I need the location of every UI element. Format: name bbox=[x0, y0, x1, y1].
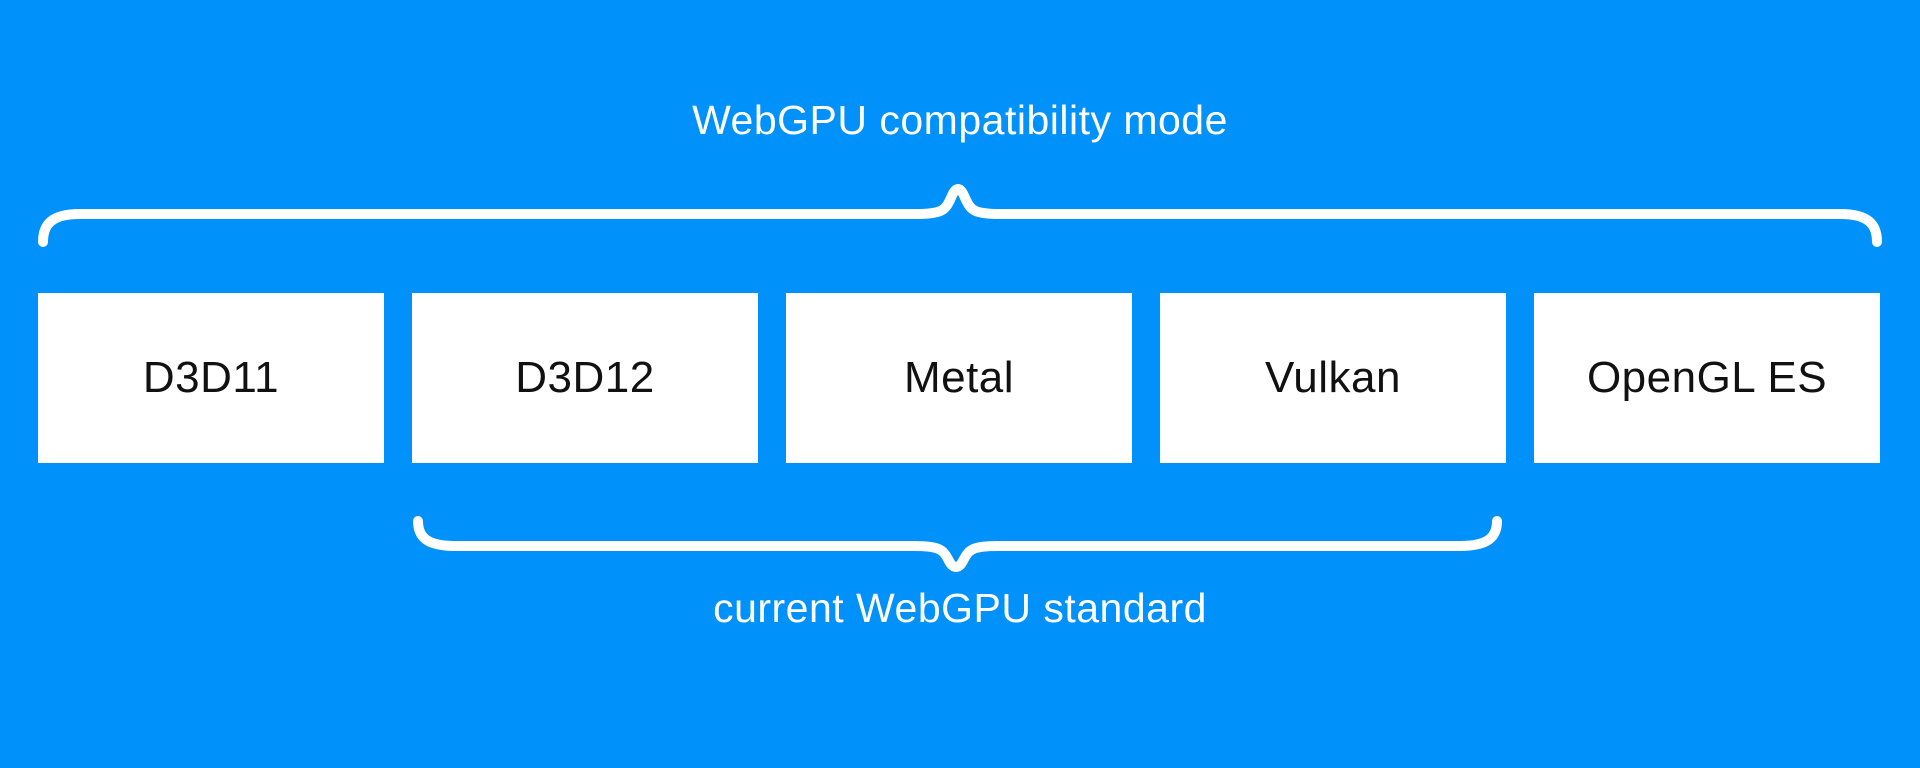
backend-box-opengl-es: OpenGL ES bbox=[1534, 293, 1880, 463]
backend-box-label: OpenGL ES bbox=[1586, 353, 1828, 402]
backend-box-label: D3D11 bbox=[142, 353, 280, 402]
backend-boxes-row: D3D11 D3D12 Metal Vulkan OpenGL ES bbox=[38, 293, 1880, 463]
bottom-brace bbox=[413, 516, 1502, 572]
backend-box-label: D3D12 bbox=[515, 353, 655, 402]
backend-box-d3d12: D3D12 bbox=[412, 293, 758, 463]
backend-box-metal: Metal bbox=[786, 293, 1132, 463]
top-brace-label: WebGPU compatibility mode bbox=[692, 97, 1228, 143]
backend-box-label: Metal bbox=[903, 353, 1015, 402]
backend-box-label: Vulkan bbox=[1265, 353, 1401, 402]
top-brace bbox=[38, 184, 1882, 247]
backend-box-d3d11: D3D11 bbox=[38, 293, 384, 463]
backend-box-vulkan: Vulkan bbox=[1160, 293, 1506, 463]
bottom-brace-label: current WebGPU standard bbox=[713, 585, 1207, 631]
